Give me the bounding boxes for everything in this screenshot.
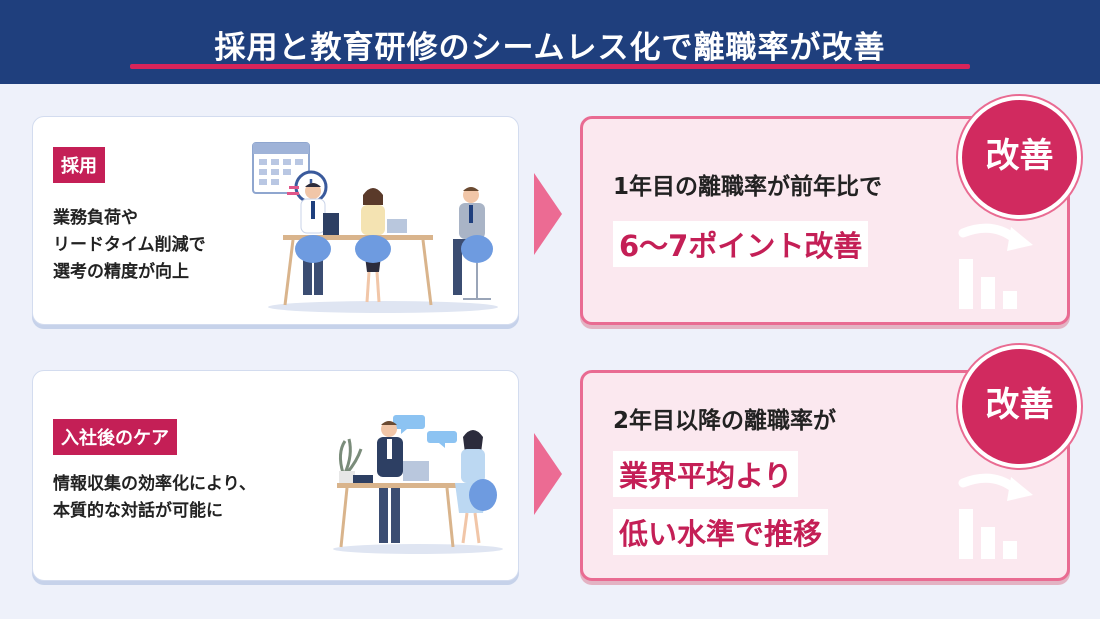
- onboarding-description: 情報収集の効率化により、 本質的な対話が可能に: [53, 474, 256, 521]
- header-banner: 採用と教育研修のシームレス化で離職率が改善: [0, 0, 1100, 84]
- arrow-right-icon: [534, 433, 562, 515]
- improvement-badge: 改善: [958, 345, 1081, 468]
- recruitment-card: 採用 業務負荷や リードタイム削減で 選考の精度が向上: [32, 116, 519, 325]
- result-card-second-year: 2年目以降の離職率が 業界平均より 低い水準で推移: [580, 370, 1070, 581]
- recruitment-description: 業務負荷や リードタイム削減で 選考の精度が向上: [53, 208, 206, 282]
- page-title: 採用と教育研修のシームレス化で離職率が改善: [214, 30, 886, 66]
- growth-chart-icon: [958, 223, 1033, 309]
- result-highlight-1: 6〜7ポイント改善: [613, 221, 869, 267]
- onboarding-card: 入社後のケア 情報収集の効率化により、 本質的な対話が可能に: [32, 370, 519, 581]
- result-highlight-2b: 低い水準で推移: [613, 509, 829, 555]
- conversation-illustration: [333, 415, 503, 554]
- title-underline: [130, 64, 970, 69]
- result-line-1: 1年目の離職率が前年比で: [613, 174, 883, 200]
- improvement-badge: 改善: [958, 96, 1081, 219]
- chat-bubble-icon: [393, 415, 457, 448]
- recruitment-tag: 採用: [53, 147, 105, 183]
- growth-chart-icon: [958, 473, 1033, 559]
- onboarding-tag: 入社後のケア: [53, 419, 177, 455]
- arrow-right-icon: [534, 173, 562, 255]
- meeting-illustration: [268, 183, 498, 313]
- result-line-2: 2年目以降の離職率が: [613, 408, 837, 434]
- result-highlight-2a: 業界平均より: [613, 451, 799, 497]
